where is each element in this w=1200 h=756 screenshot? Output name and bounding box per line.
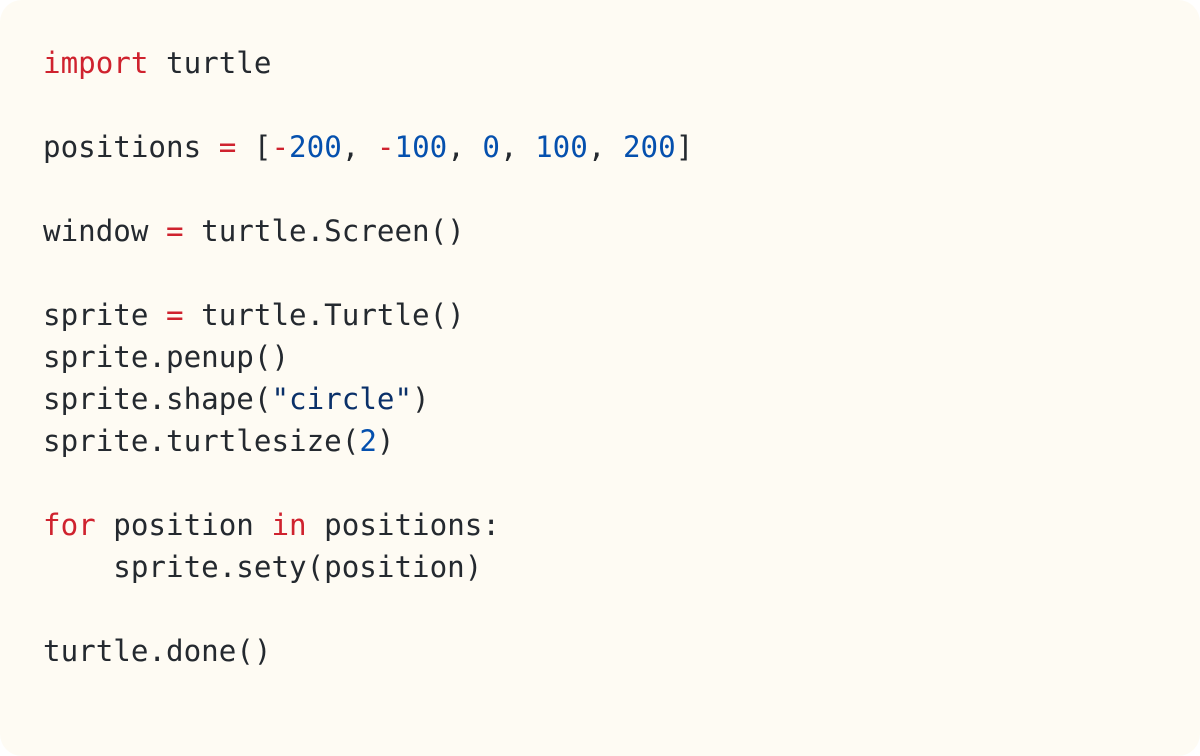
token-text: [ bbox=[236, 130, 272, 164]
code-line: for position in positions: bbox=[43, 504, 1200, 546]
code-line: sprite.sety(position) bbox=[43, 546, 1200, 588]
code-line: sprite = turtle.Turtle() bbox=[43, 294, 1200, 336]
token-text: positions: bbox=[306, 508, 500, 542]
token-num: 100 bbox=[394, 130, 448, 164]
token-text: turtle.Turtle() bbox=[183, 298, 465, 332]
token-num: 0 bbox=[482, 130, 500, 164]
token-op: - bbox=[271, 130, 290, 164]
token-text: window bbox=[43, 214, 167, 248]
token-text: , bbox=[447, 130, 483, 164]
token-num: 100 bbox=[535, 130, 588, 164]
code-line: window = turtle.Screen() bbox=[43, 210, 1200, 252]
token-num: 200 bbox=[289, 130, 342, 164]
token-text: positions bbox=[43, 130, 219, 164]
token-text: turtle.done() bbox=[43, 634, 272, 668]
token-num: 2 bbox=[359, 424, 377, 458]
token-text: , bbox=[587, 130, 623, 164]
token-text: sprite.sety(position) bbox=[43, 550, 483, 584]
code-line bbox=[43, 462, 1200, 504]
token-text: sprite bbox=[43, 298, 167, 332]
code-line bbox=[43, 252, 1200, 294]
code-line: sprite.turtlesize(2) bbox=[43, 420, 1200, 462]
code-line: import turtle bbox=[43, 42, 1200, 84]
code-line: positions = [-200, -100, 0, 100, 200] bbox=[43, 126, 1200, 168]
token-kw: for bbox=[43, 508, 96, 542]
token-text: , bbox=[341, 130, 377, 164]
code-listing: import turtle positions = [-200, -100, 0… bbox=[43, 42, 1200, 672]
code-line bbox=[43, 168, 1200, 210]
token-op: = bbox=[218, 130, 237, 164]
token-text: sprite.turtlesize( bbox=[43, 424, 360, 458]
code-line: turtle.done() bbox=[43, 630, 1200, 672]
token-text: sprite.penup() bbox=[43, 340, 290, 374]
token-op: = bbox=[166, 214, 184, 248]
token-text: ) bbox=[376, 424, 395, 458]
token-kw: import bbox=[43, 46, 149, 80]
token-op: = bbox=[166, 298, 184, 332]
code-line: sprite.penup() bbox=[43, 336, 1200, 378]
token-str: "circle" bbox=[271, 382, 413, 416]
token-text: sprite.shape( bbox=[43, 382, 272, 416]
code-line: sprite.shape("circle") bbox=[43, 378, 1200, 420]
token-text: , bbox=[499, 130, 536, 164]
token-text: position bbox=[95, 508, 272, 542]
token-num: 200 bbox=[622, 130, 676, 164]
token-text: turtle bbox=[148, 46, 272, 80]
token-text: ) bbox=[412, 382, 430, 416]
code-line bbox=[43, 588, 1200, 630]
token-text: turtle.Screen() bbox=[183, 214, 465, 248]
code-line bbox=[43, 84, 1200, 126]
token-op: - bbox=[376, 130, 395, 164]
token-kw: in bbox=[271, 508, 307, 542]
token-text: ] bbox=[675, 130, 694, 164]
